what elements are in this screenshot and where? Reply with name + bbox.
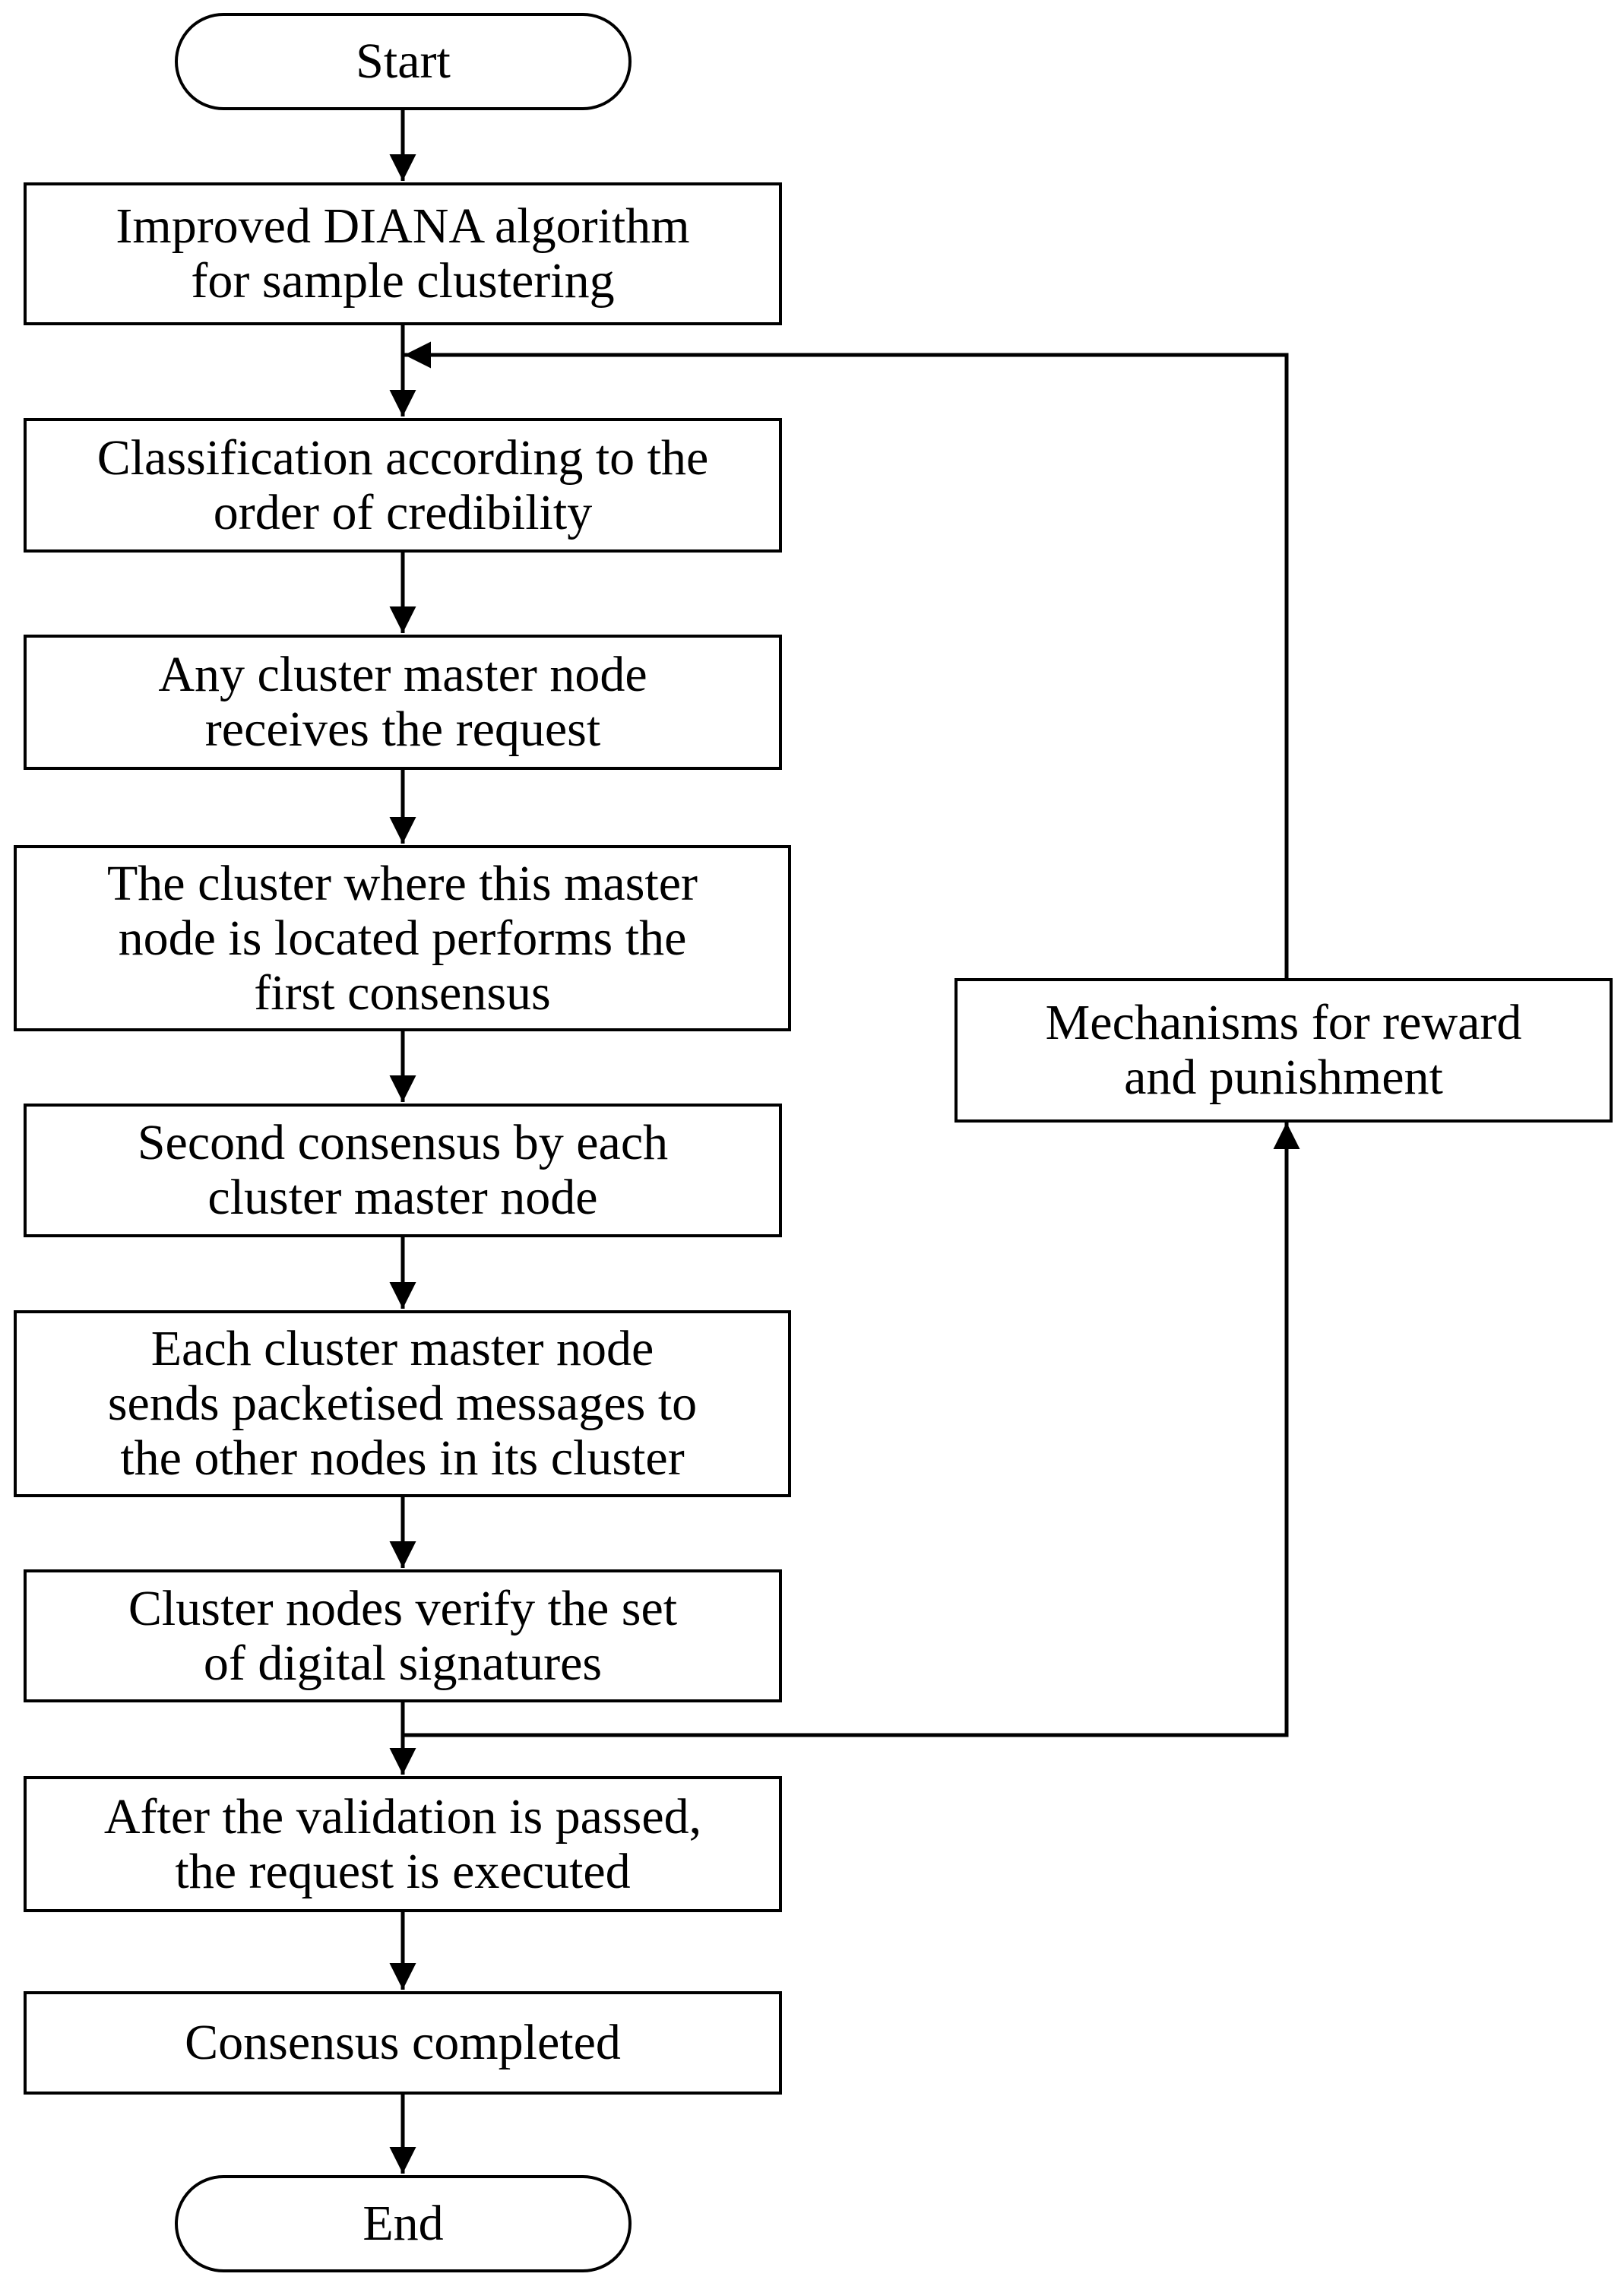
verify-signatures-label: Cluster nodes verify the set of digital …: [128, 1580, 678, 1691]
classification-label: Classification according to the order of…: [97, 429, 709, 540]
process-box-second-consensus: Second consensus by each cluster master …: [24, 1104, 782, 1237]
second-consensus-label: Second consensus by each cluster master …: [137, 1115, 669, 1225]
end-label: End: [362, 2196, 444, 2251]
process-box-verify-signatures: Cluster nodes verify the set of digital …: [24, 1569, 782, 1702]
process-box-diana-clustering: Improved DIANA algorithm for sample clus…: [24, 182, 782, 325]
process-box-execute-request: After the validation is passed, the requ…: [24, 1776, 782, 1912]
process-box-send-messages: Each cluster master node sends packetise…: [14, 1310, 791, 1497]
reward-punishment-label: Mechanisms for reward and punishment: [1045, 995, 1522, 1105]
start-terminal: Start: [175, 13, 632, 110]
arrow-verify-to-reward: [403, 1123, 1300, 1737]
process-box-receive-request: Any cluster master node receives the req…: [24, 635, 782, 770]
process-box-consensus-completed: Consensus completed: [24, 1991, 782, 2095]
execute-request-label: After the validation is passed, the requ…: [103, 1788, 702, 1899]
process-box-reward-punishment: Mechanisms for reward and punishment: [954, 978, 1613, 1123]
receive-request-label: Any cluster master node receives the req…: [158, 647, 647, 757]
arrow-reward-to-classify: [404, 341, 1289, 978]
process-box-classification: Classification according to the order of…: [24, 418, 782, 553]
consensus-completed-label: Consensus completed: [185, 2015, 621, 2070]
diana-clustering-label: Improved DIANA algorithm for sample clus…: [116, 198, 690, 309]
process-box-first-consensus: The cluster where this master node is lo…: [14, 845, 791, 1031]
start-label: Start: [356, 33, 451, 89]
end-terminal: End: [175, 2175, 632, 2272]
send-messages-label: Each cluster master node sends packetise…: [107, 1321, 698, 1486]
first-consensus-label: The cluster where this master node is lo…: [106, 855, 698, 1021]
